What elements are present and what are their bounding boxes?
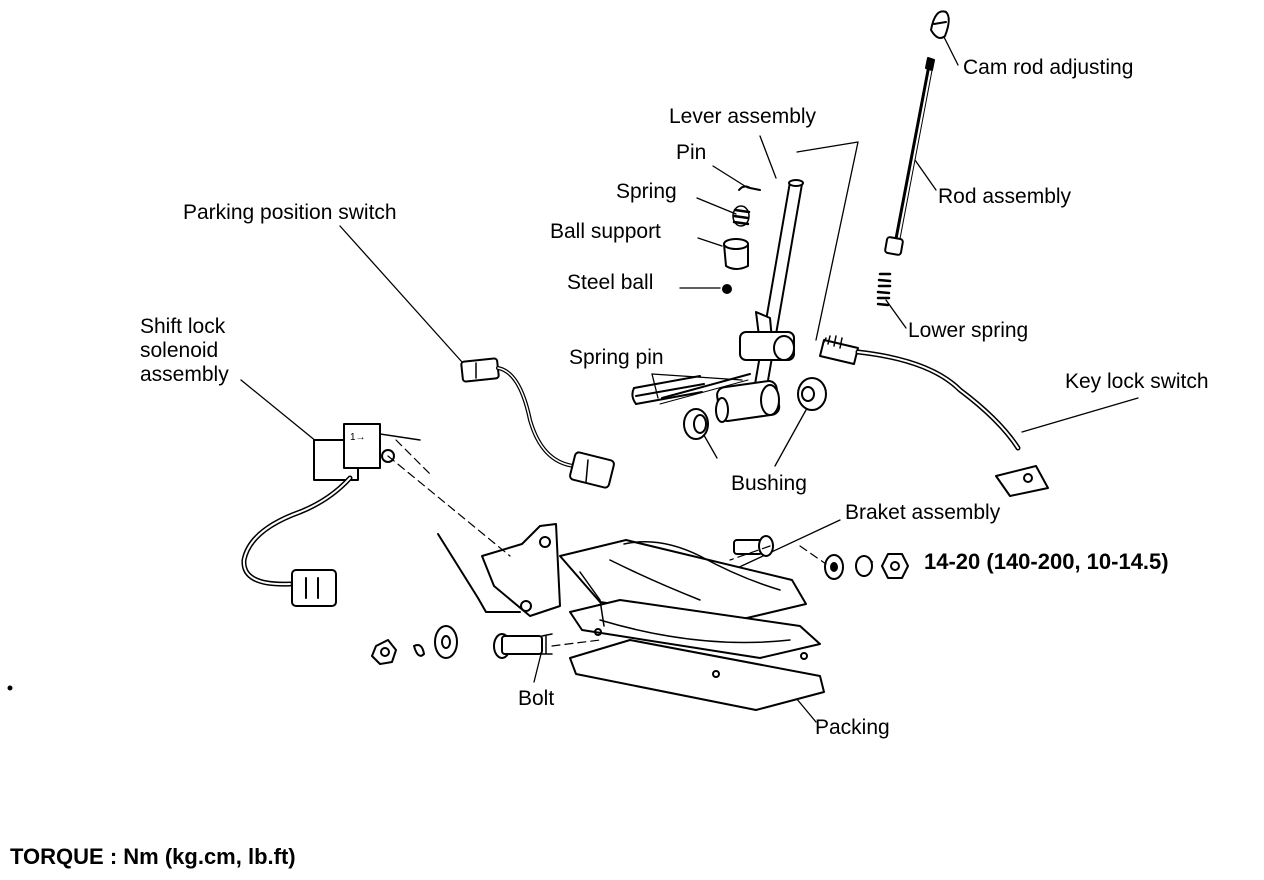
rod-assembly-part — [884, 57, 935, 256]
spring-pin-part — [631, 373, 751, 405]
label-shift-lock-line-3: assembly — [140, 363, 229, 386]
label-steel-ball: Steel ball — [567, 271, 654, 294]
label-bushing: Bushing — [731, 472, 807, 495]
steel-ball-part — [722, 284, 732, 294]
label-packing: Packing — [815, 716, 890, 739]
spring-part — [732, 205, 751, 227]
label-braket-assembly: Braket assembly — [845, 501, 1001, 524]
label-spring-pin: Spring pin — [569, 346, 664, 369]
pin-part — [738, 185, 761, 191]
label-shift-lock-line-2: solenoid — [140, 339, 219, 362]
washer-nut-right-part — [824, 553, 909, 580]
shift-lock-solenoid-part: 1→ — [241, 423, 421, 607]
label-shift-lock-solenoid-assembly: Shift lock solenoid assembly — [140, 315, 260, 387]
svg-text:1→: 1→ — [350, 432, 366, 443]
lower-spring-part — [876, 272, 892, 307]
packing-part — [569, 639, 825, 711]
bolt-upper-part — [733, 535, 774, 557]
torque-units-note: TORQUE : Nm (kg.cm, lb.ft) — [10, 844, 296, 869]
key-lock-switch-part — [819, 335, 1049, 497]
label-pin: Pin — [676, 141, 707, 164]
bushing-part — [683, 377, 827, 440]
label-cam-rod-adjusting: Cam rod adjusting — [963, 56, 1134, 79]
label-bolt: Bolt — [518, 687, 555, 710]
cam-rod-adjusting-part — [930, 10, 950, 39]
braket-assembly-part — [437, 523, 821, 660]
assembly-guide-lines — [387, 439, 827, 647]
label-lower-spring: Lower spring — [908, 319, 1029, 342]
washer-nut-left-part — [371, 625, 458, 665]
label-spring: Spring — [616, 180, 677, 203]
ball-support-part — [723, 238, 749, 270]
label-key-lock-switch: Key lock switch — [1065, 370, 1209, 393]
bolt-lower-part — [493, 633, 553, 659]
label-lever-assembly: Lever assembly — [669, 105, 817, 128]
label-rod-assembly: Rod assembly — [938, 185, 1072, 208]
label-parking-position-switch: Parking position switch — [183, 201, 397, 224]
label-ball-support: Ball support — [550, 220, 661, 243]
label-torque-value: 14-20 (140-200, 10-14.5) — [924, 549, 1169, 574]
label-shift-lock-line-1: Shift lock — [140, 315, 226, 338]
parking-position-switch-part — [460, 357, 615, 489]
stray-dot — [7, 685, 13, 691]
lever-assembly-part — [715, 179, 804, 423]
